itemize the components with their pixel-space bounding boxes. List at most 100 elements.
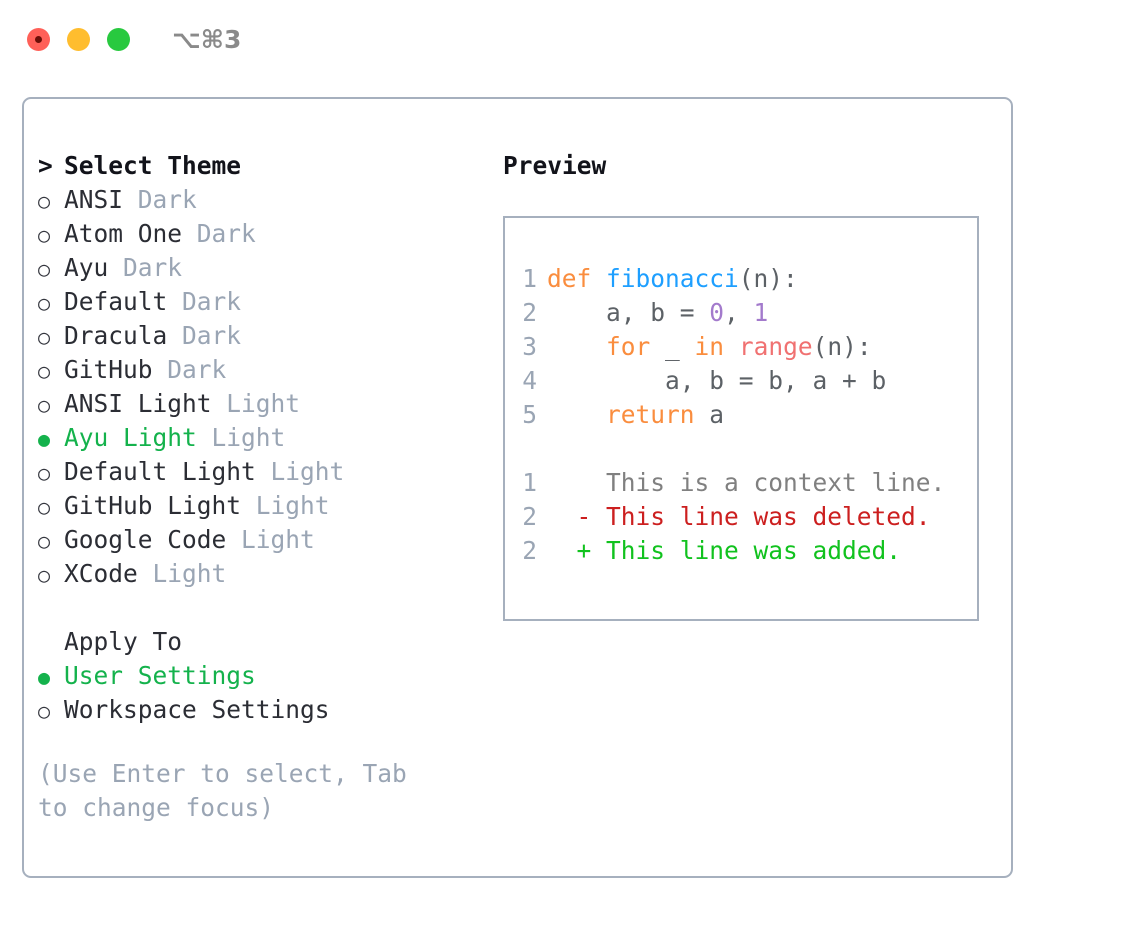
theme-option-default-light[interactable]: ○Default Light Light [38,455,488,489]
diff-sample: 1 This is a context line.2 - This line w… [505,466,977,568]
theme-option-dracula[interactable]: ○ Dracula Dark [38,319,488,353]
code-line-text: def fibonacci(n): [547,262,798,296]
theme-option-label: Dracula [64,321,168,350]
theme-variant-badge: Light [211,423,286,452]
window-title: ⌥⌘3 [172,24,242,54]
code-token-fn: fibonacci [606,264,739,293]
code-line-text: return a [547,398,724,432]
code-token-pl [547,400,606,429]
radio-unselected-icon[interactable]: ○ [38,359,51,383]
label-gap [153,353,168,387]
code-line: 4 a, b = b, a + b [505,364,977,398]
theme-variant-badge: Light [226,389,301,418]
theme-option-label: ANSI [64,185,124,214]
code-token-pl: (n): [812,332,872,361]
label-gap [241,489,256,523]
theme-option-label: Ayu [64,253,109,282]
code-line-text: for _ in range(n): [547,330,872,364]
theme-option-google-code[interactable]: ○Google Code Light [38,523,488,557]
diff-line: 2 - This line was deleted. [505,500,977,534]
radio-unselected-icon[interactable]: ○ [38,223,51,247]
preview-heading: Preview [503,151,607,180]
theme-option-ayu[interactable]: ○ Ayu Dark [38,251,488,285]
radio-unselected-icon[interactable]: ○ [38,461,51,485]
theme-option-ansi[interactable]: ○ ANSI Dark [38,183,488,217]
code-line: 2 a, b = 0, 1 [505,296,977,330]
code-token-pl: (n): [738,264,798,293]
keyboard-hint: (Use Enter to select, Tab to change focu… [38,759,422,822]
label-gap [212,387,227,421]
theme-variant-badge: Light [270,457,345,486]
theme-option-github[interactable]: ○GitHub Dark [38,353,488,387]
radio-selected-icon[interactable]: ● [38,665,51,689]
code-token-pl [724,332,739,361]
apply-to-option-workspace-settings[interactable]: ○ Workspace Settings [38,693,488,727]
radio-selected-icon[interactable]: ● [38,427,51,451]
code-token-pl: a, b = [547,298,710,327]
close-window-button[interactable] [27,27,50,51]
minimize-window-button[interactable] [67,27,90,51]
theme-option-ansi-light[interactable]: ○ ANSI Light Light [38,387,488,421]
radio-unselected-icon[interactable]: ○ [38,529,51,553]
code-line-number: 2 [522,298,537,327]
theme-picker-column: > Select Theme ○ANSI Dark○Atom One Dark○… [38,149,488,825]
traffic-light-group [27,27,130,51]
radio-unselected-icon[interactable]: ○ [38,393,51,417]
radio-unselected-icon[interactable]: ○ [38,189,51,213]
radio-unselected-icon[interactable]: ○ [38,257,51,281]
diff-line: 2 + This line was added. [505,534,977,568]
theme-picker-heading: Select Theme [64,151,242,180]
theme-option-xcode[interactable]: ○ XCode Light [38,557,488,591]
label-gap [167,285,182,319]
diff-line-number: 1 [522,468,537,497]
theme-option-label: Atom One [64,219,183,248]
radio-unselected-icon[interactable]: ○ [38,325,51,349]
main-panel: > Select Theme ○ANSI Dark○Atom One Dark○… [22,97,1013,878]
code-line-number: 5 [522,400,537,429]
code-token-pl: a, b = b, a + b [547,366,887,395]
code-token-kw: in [694,332,725,361]
theme-option-label: ANSI Light [64,389,212,418]
code-line-number: 4 [522,366,537,395]
theme-variant-badge: Dark [137,185,197,214]
radio-unselected-icon[interactable]: ○ [38,563,51,587]
apply-to-option-label: Workspace Settings [64,695,330,724]
theme-option-github-light[interactable]: ○GitHub Light Light [38,489,488,523]
theme-variant-badge: Dark [123,253,183,282]
apply-to-heading: Apply To [64,627,183,656]
theme-option-ayu-light[interactable]: ● Ayu Light Light [38,421,488,455]
label-gap [123,183,138,217]
diff-line-text: - This line was deleted. [547,502,931,531]
theme-option-atom-one[interactable]: ○Atom One Dark [38,217,488,251]
theme-list: ○ANSI Dark○Atom One Dark○Ayu Dark○Defaul… [38,183,488,591]
radio-unselected-icon[interactable]: ○ [38,291,51,315]
apply-to-option-user-settings[interactable]: ●User Settings [38,659,488,693]
theme-option-label: Ayu Light [64,423,197,452]
maximize-window-button[interactable] [107,27,130,51]
theme-variant-badge: Light [152,559,227,588]
diff-line-text: + This line was added. [547,536,902,565]
code-line: 5 return a [505,398,977,432]
label-gap [108,251,123,285]
code-line: 3 for _ in range(n): [505,330,977,364]
radio-unselected-icon[interactable]: ○ [38,699,51,723]
radio-unselected-icon[interactable]: ○ [38,495,51,519]
code-line-text: a, b = b, a + b [547,364,886,398]
theme-option-default[interactable]: ○Default Dark [38,285,488,319]
theme-option-label: XCode [64,559,138,588]
theme-variant-badge: Dark [182,321,242,350]
prompt-caret-icon: > [38,151,53,180]
diff-line-number: 2 [522,536,537,565]
label-gap [182,217,197,251]
code-token-kw: for [606,332,651,361]
code-token-kw: return [606,400,695,429]
diff-line: 1 This is a context line. [505,466,977,500]
label-gap [138,557,153,591]
code-token-pl: , [724,298,754,327]
code-diff-separator [505,432,977,466]
label-gap [256,455,271,489]
